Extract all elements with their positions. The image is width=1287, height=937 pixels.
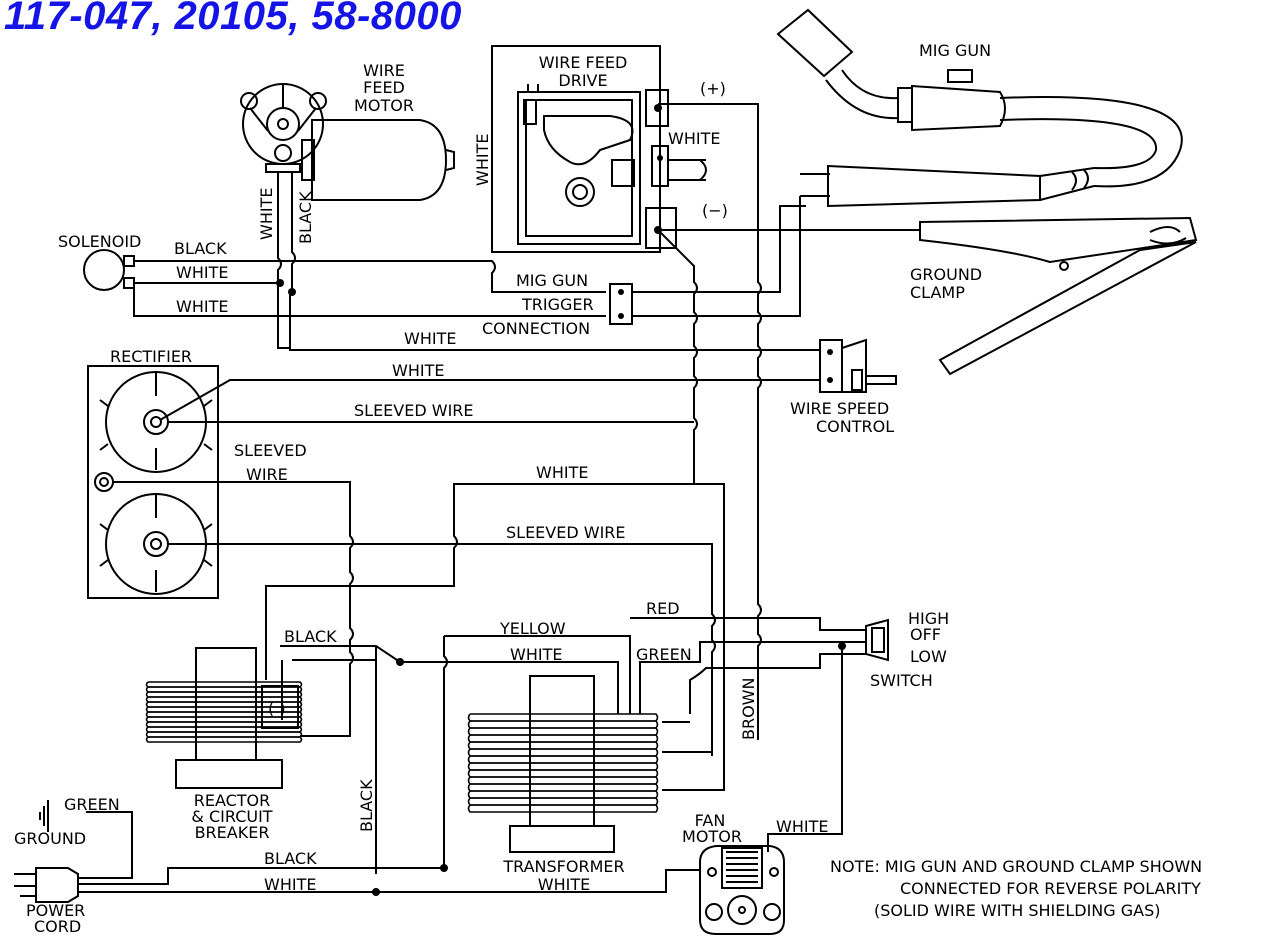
white-vertical-label: WHITE — [473, 134, 492, 186]
brown-label: BROWN — [739, 678, 758, 740]
coil-lamination — [467, 797, 659, 806]
coil-lamination — [467, 776, 659, 785]
wire-feed-drive-label-1: WIRE FEED — [539, 53, 628, 72]
wire-feed-motor-label-2: FEED — [363, 78, 405, 97]
wire-speed-control-label-1: WIRE SPEED — [790, 399, 889, 418]
coil-lamination — [145, 736, 303, 743]
plus-terminal-label: (+) — [700, 79, 726, 98]
ground-clamp: GROUND CLAMP — [910, 216, 1198, 376]
sleeved-wire-label-1: SLEEVED WIRE — [354, 401, 474, 420]
fan-motor: FAN MOTOR — [682, 811, 785, 935]
black-vertical-label: BLACK — [357, 779, 376, 832]
rectifier: RECTIFIER — [87, 347, 219, 599]
wire-feed-motor-label-3: MOTOR — [354, 96, 414, 115]
reactor-label-1: REACTOR — [194, 791, 271, 810]
wire-feed-drive: WIRE FEED DRIVE WHITE — [473, 45, 661, 253]
white-mid-label-2: WHITE — [392, 361, 444, 380]
power-cord-label-2: CORD — [34, 917, 81, 936]
solenoid: SOLENOID — [58, 232, 141, 291]
coil-lamination — [467, 748, 659, 757]
coil-lamination — [467, 769, 659, 778]
switch-off-label: OFF — [910, 625, 941, 644]
black-cord-label: BLACK — [264, 849, 317, 868]
reactor-label-3: BREAKER — [195, 823, 270, 842]
white-solenoid-label-2: WHITE — [176, 297, 228, 316]
coil-lamination — [467, 755, 659, 764]
reactor-label-2: & CIRCUIT — [191, 807, 272, 826]
polarity-note: NOTE: MIG GUN AND GROUND CLAMP SHOWN CON… — [830, 857, 1202, 920]
transformer-label-1: TRANSFORMER — [502, 857, 624, 876]
switch-label: SWITCH — [870, 671, 933, 690]
white-drive-label: WHITE — [668, 129, 720, 148]
high-off-low-switch: HIGH OFF LOW SWITCH — [838, 609, 949, 690]
mig-gun-trigger-label-3: CONNECTION — [482, 319, 590, 338]
mig-gun-label: MIG GUN — [919, 41, 991, 60]
mig-gun-trigger-label-1: MIG GUN — [516, 271, 588, 290]
wire-feed-drive-label-2: DRIVE — [558, 71, 607, 90]
coil-lamination — [467, 734, 659, 743]
coil-lamination — [467, 741, 659, 750]
coil-lamination — [467, 804, 659, 813]
diagram-title: 117-047, 20105, 58-8000 — [4, 0, 462, 38]
wire-speed-control-label-2: CONTROL — [816, 417, 894, 436]
wire-feed-motor-label-1: WIRE — [363, 61, 405, 80]
red-label: RED — [646, 599, 680, 618]
ground-clamp-label-1: GROUND — [910, 265, 982, 284]
coil-lamination — [467, 790, 659, 799]
reactor-circuit-breaker: ( ) REACTOR & CIRCUIT BREAKER — [145, 647, 303, 842]
white-reactor-label: WHITE — [510, 645, 562, 664]
white-motor-label: WHITE — [257, 188, 276, 240]
white-mid-label-3: WHITE — [536, 463, 588, 482]
transformer-label-2: WHITE — [538, 875, 590, 894]
sleeved-wire-label-2: SLEEVED WIRE — [506, 523, 626, 542]
coil-lamination — [467, 720, 659, 729]
sleeved-wire-left-label-1: SLEEVED — [234, 441, 307, 460]
power-cord-label-1: POWER — [26, 901, 85, 920]
transformer: TRANSFORMER WHITE — [467, 675, 659, 894]
solenoid-label: SOLENOID — [58, 232, 141, 251]
ground-label: GROUND — [14, 829, 86, 848]
note-line-2: CONNECTED FOR REVERSE POLARITY — [900, 879, 1201, 898]
fan-motor-label-2: MOTOR — [682, 827, 742, 846]
minus-terminal-label: (−) — [702, 201, 728, 220]
white-mid-label-1: WHITE — [404, 329, 456, 348]
note-line-1: NOTE: MIG GUN AND GROUND CLAMP SHOWN — [830, 857, 1202, 876]
ground-clamp-label-2: CLAMP — [910, 283, 965, 302]
fan-motor-label-1: FAN — [695, 811, 726, 830]
yellow-label: YELLOW — [499, 619, 566, 638]
white-solenoid-label-1: WHITE — [176, 263, 228, 282]
power-cord: GREEN GROUND POWER CORD — [14, 795, 133, 936]
wire-speed-control: WIRE SPEED CONTROL — [790, 338, 897, 436]
black-reactor-label: BLACK — [284, 627, 337, 646]
coil-lamination — [467, 713, 659, 722]
mig-gun: MIG GUN — [776, 8, 1183, 208]
coil-lamination — [467, 762, 659, 771]
black-motor-label: BLACK — [296, 191, 315, 244]
green-ground-label: GREEN — [64, 795, 120, 814]
wire-feed-motor: WIRE FEED MOTOR — [240, 61, 455, 201]
white-cord-label: WHITE — [264, 875, 316, 894]
coil-lamination — [467, 727, 659, 736]
rectifier-label: RECTIFIER — [110, 347, 192, 366]
sleeved-wire-left-label-2: WIRE — [246, 465, 288, 484]
coil-lamination — [467, 783, 659, 792]
white-fan-label: WHITE — [776, 817, 828, 836]
mig-gun-trigger-label-2: TRIGGER — [521, 295, 594, 314]
black-solenoid-label: BLACK — [174, 239, 227, 258]
switch-high-label: HIGH — [908, 609, 949, 628]
note-line-3: (SOLID WIRE WITH SHIELDING GAS) — [874, 901, 1160, 920]
switch-low-label: LOW — [910, 647, 947, 666]
green-switch-label: GREEN — [636, 645, 692, 664]
